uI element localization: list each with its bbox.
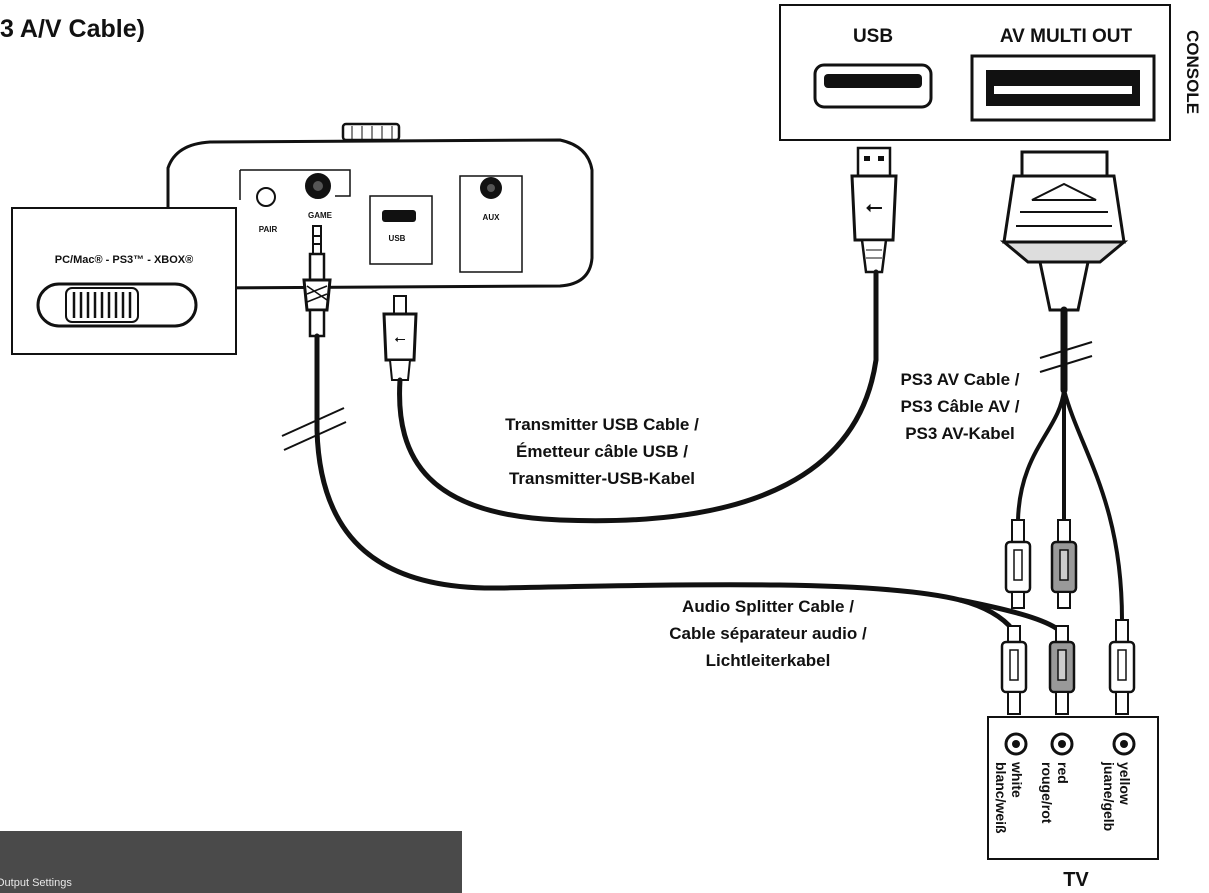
ps3-av-label: PS3 AV Cable / PS3 Câble AV / PS3 AV-Kab…	[900, 370, 1019, 443]
tv-jack-red-label2: rouge/rot	[1039, 762, 1055, 824]
tv-jack-red-label1: red	[1055, 762, 1071, 784]
receiver-usb-port	[382, 210, 416, 222]
ps3-av-yellow-lead	[1062, 388, 1124, 622]
transmitter-usb-cable	[397, 269, 879, 524]
audio-splitter-label: Audio Splitter Cable / Cable séparateur …	[669, 597, 867, 670]
console-usb-port-slot	[824, 74, 922, 88]
mini-usb-symbol-icon: ⭠	[394, 331, 405, 347]
mini-usb-plug: ⭠	[382, 295, 418, 381]
pair-label: PAIR	[259, 225, 278, 234]
av-multi-plug	[999, 150, 1129, 312]
output-settings-label[interactable]: Output Settings	[0, 877, 72, 889]
rca-plug-white-av	[1004, 519, 1032, 609]
pair-button	[256, 187, 276, 207]
diagram-title: 3 A/V Cable)	[0, 15, 145, 43]
audio-splitter-label-line2: Cable séparateur audio /	[669, 624, 867, 643]
receiver-unit: PAIR GAME USB AUX	[166, 122, 594, 290]
rca-plug-yellow	[1108, 619, 1136, 715]
tv-jack-white-label1: white	[1009, 761, 1025, 798]
transmitter-usb-label-line1: Transmitter USB Cable /	[505, 415, 699, 434]
console-panel: USB AV MULTI OUT CONSOLE	[779, 4, 1202, 141]
ps3-av-label-line2: PS3 Câble AV /	[900, 397, 1019, 416]
rca-plug-red-splitter	[1048, 625, 1076, 715]
game-label: GAME	[308, 211, 333, 220]
tv-panel: white blanc/weiß red rouge/rot yellow ju…	[987, 716, 1159, 860]
switch-options-label: PC/Mac® - PS3™ - XBOX®	[55, 254, 193, 266]
tv-jack-white-label2: blanc/weiß	[993, 762, 1009, 834]
ps3-av-label-line1: PS3 AV Cable /	[900, 370, 1019, 389]
rca-plug-white-splitter	[1000, 625, 1028, 715]
aux-label: AUX	[483, 213, 501, 222]
ps3-av-label-line3: PS3 AV-Kabel	[905, 424, 1015, 443]
console-usb-plug: ⭠	[850, 146, 898, 274]
usb-symbol-icon: ⭠	[865, 195, 883, 220]
console-av-label: AV MULTI OUT	[1000, 26, 1133, 47]
switch-inset: PC/Mac® - PS3™ - XBOX®	[11, 207, 237, 355]
audio-splitter-label-line1: Audio Splitter Cable /	[682, 597, 854, 616]
ps3-av-white-lead	[1016, 388, 1066, 522]
receiver-usb-label: USB	[389, 234, 406, 243]
tv-label: TV	[1063, 869, 1089, 891]
audio-splitter-cable-branch	[957, 597, 1059, 631]
transmitter-usb-label-line3: Transmitter-USB-Kabel	[509, 469, 695, 488]
transmitter-usb-label: Transmitter USB Cable / Émetteur câble U…	[505, 415, 699, 488]
audio-splitter-label-line3: Lichtleiterkabel	[706, 651, 831, 670]
console-side-label: CONSOLE	[1183, 30, 1202, 114]
console-usb-label: USB	[853, 26, 893, 47]
transmitter-usb-label-line2: Émetteur câble USB /	[516, 442, 688, 461]
bottom-bar: Output Settings	[0, 831, 462, 893]
console-av-port-pins	[994, 86, 1132, 94]
tv-jack-yellow-label1: yellow	[1117, 762, 1133, 805]
tv-jack-yellow-label2: juane/gelb	[1101, 761, 1117, 831]
rca-plug-red-av	[1050, 519, 1078, 609]
